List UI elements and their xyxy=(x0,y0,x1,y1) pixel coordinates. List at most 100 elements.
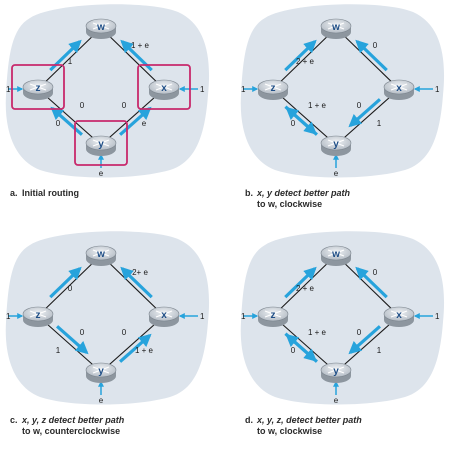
arrow-x-to-w xyxy=(355,266,388,299)
caption-letter: c. xyxy=(10,415,18,425)
label-z-y: 1 xyxy=(56,346,61,355)
label-in-z: 1 xyxy=(6,85,11,94)
label-z-y: 0 xyxy=(56,119,61,128)
label-y-x: 1 xyxy=(377,119,382,128)
link-wx xyxy=(100,254,165,317)
link-wz xyxy=(272,27,337,90)
router-x: x xyxy=(383,306,415,327)
network-cloud xyxy=(5,4,210,178)
router-w-label: w xyxy=(96,249,105,260)
link-xy xyxy=(100,315,165,373)
router-x-label: x xyxy=(396,310,402,321)
router-y: y xyxy=(320,362,352,383)
arrow-z-to-y xyxy=(56,325,89,355)
label-in-y: e xyxy=(99,396,104,405)
caption-line-2: to w, counterclockwise xyxy=(22,426,120,436)
router-w: w xyxy=(85,18,117,39)
highlight-box-y xyxy=(74,120,128,166)
caption-line-1: x, y, z detect better path xyxy=(21,415,125,425)
label-in-x: 1 xyxy=(435,312,440,321)
arrow-z-to-w xyxy=(49,266,82,299)
arrow-x-to-y xyxy=(348,98,381,128)
label-z-y-inner: 0 xyxy=(80,328,85,337)
label-in-x: 1 xyxy=(200,312,205,321)
network-cloud xyxy=(240,231,445,405)
router-z-label: z xyxy=(271,310,276,321)
router-y-label: y xyxy=(333,366,339,377)
label-z-y-inner: 0 xyxy=(80,101,85,110)
router-x-label: x xyxy=(161,83,167,94)
router-x-label: x xyxy=(161,310,167,321)
caption-line-1: x, y detect better path xyxy=(256,188,351,198)
network-cloud xyxy=(5,231,210,405)
label-w-x: 2+ e xyxy=(132,268,148,277)
arrow-z-to-w xyxy=(284,266,317,299)
router-y: y xyxy=(320,135,352,156)
router-w-label: w xyxy=(331,249,340,260)
label-w-x: 0 xyxy=(373,268,378,277)
router-z: z xyxy=(22,306,54,327)
router-y: y xyxy=(85,135,117,156)
router-y-label: y xyxy=(98,366,104,377)
router-z: z xyxy=(22,79,54,100)
label-in-z: 1 xyxy=(6,312,11,321)
caption-line-1: x, y, z, detect better path xyxy=(256,415,362,425)
link-zy xyxy=(272,88,337,146)
link-wx xyxy=(100,27,165,90)
router-x: x xyxy=(383,79,415,100)
label-z-w: 0 xyxy=(68,284,73,293)
label-in-x: 1 xyxy=(200,85,205,94)
link-wz xyxy=(272,254,337,317)
router-y-label: y xyxy=(333,139,339,150)
arrow-z-to-w xyxy=(284,39,317,72)
link-wx xyxy=(335,27,400,90)
label-in-y: e xyxy=(99,169,104,178)
router-x: x xyxy=(148,306,180,327)
caption-line-2: to w, clockwise xyxy=(257,426,322,436)
network-cloud xyxy=(240,4,445,178)
label-in-x: 1 xyxy=(435,85,440,94)
router-y: y xyxy=(85,362,117,383)
router-w: w xyxy=(85,245,117,266)
router-z-label: z xyxy=(36,310,41,321)
arrow-y-to-x xyxy=(119,106,152,136)
caption-letter: a. xyxy=(10,188,18,198)
router-w-label: w xyxy=(331,22,340,33)
link-wz xyxy=(37,254,102,317)
router-z: z xyxy=(257,306,289,327)
arrow-y-to-x xyxy=(119,333,152,363)
label-z-y: 0 xyxy=(291,346,296,355)
arrow-x-to-y xyxy=(348,325,381,355)
arrow-z-to-y xyxy=(284,105,317,135)
router-z-label: z xyxy=(36,83,41,94)
label-x-y-inner: 0 xyxy=(357,328,362,337)
label-z-y: 0 xyxy=(291,119,296,128)
highlight-box-x xyxy=(137,64,191,110)
label-in-y: e xyxy=(334,169,339,178)
label-z-y-inner: 1 + e xyxy=(308,101,327,110)
label-x-y-inner: 0 xyxy=(122,101,127,110)
caption-letter: b. xyxy=(245,188,253,198)
router-x-label: x xyxy=(396,83,402,94)
highlight-box-z xyxy=(11,64,65,110)
router-w: w xyxy=(320,18,352,39)
router-w: w xyxy=(320,245,352,266)
caption-letter: d. xyxy=(245,415,253,425)
label-z-y-inner: 1 + e xyxy=(308,328,327,337)
router-z-label: z xyxy=(271,83,276,94)
arrow-x-to-w xyxy=(120,266,153,299)
label-w-x: 1 + e xyxy=(131,41,150,50)
label-in-z: 1 xyxy=(241,312,246,321)
label-y-x: 1 + e xyxy=(135,346,154,355)
router-y-label: y xyxy=(98,139,104,150)
label-y-x: e xyxy=(142,119,147,128)
label-z-w: 2 + e xyxy=(296,284,315,293)
arrow-z-to-y xyxy=(284,332,317,362)
caption-line-1: Initial routing xyxy=(22,188,79,198)
link-xy xyxy=(100,88,165,146)
link-zy xyxy=(37,88,102,146)
label-in-z: 1 xyxy=(241,85,246,94)
